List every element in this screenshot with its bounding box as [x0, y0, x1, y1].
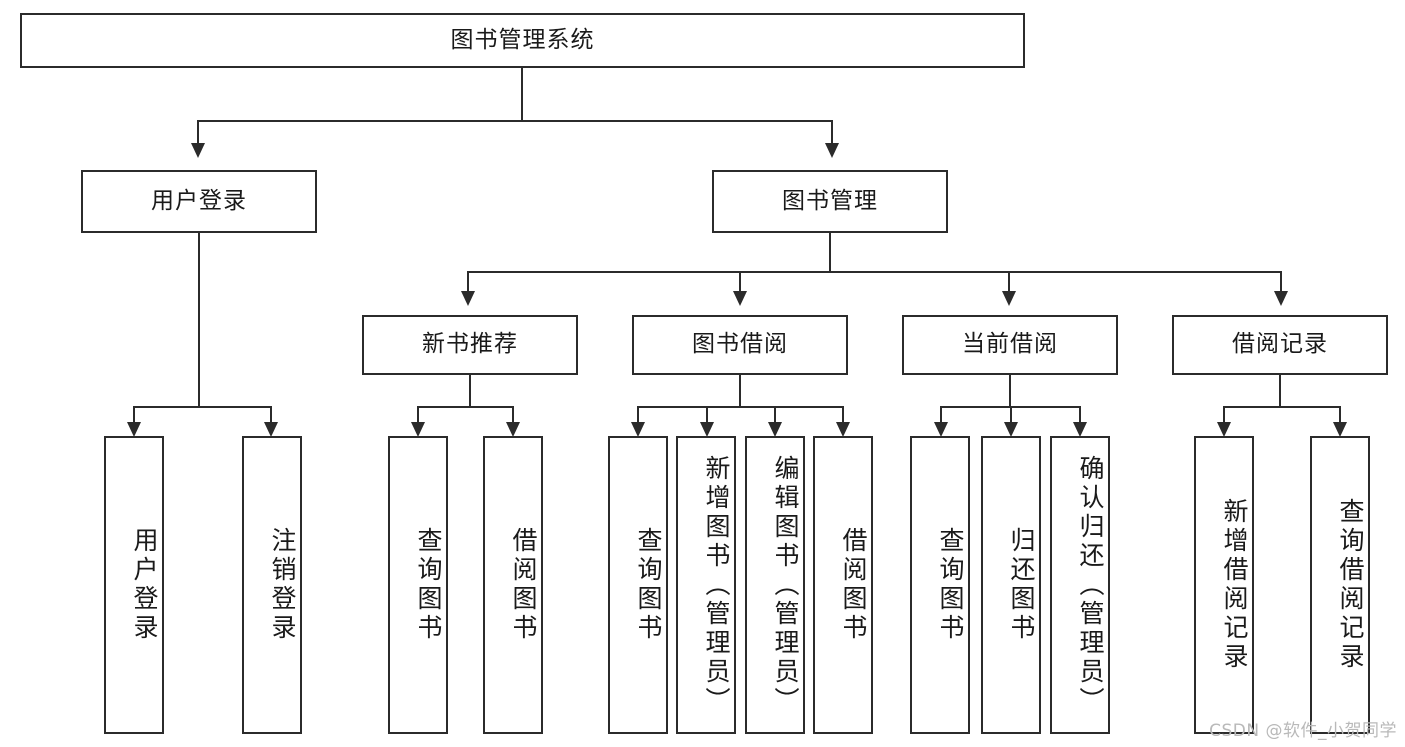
edge-book-borrow-bus	[637, 406, 843, 408]
edge-br-to-leaf13	[1339, 406, 1341, 424]
arrowhead-leaf-8	[836, 422, 850, 437]
edge-bm-to-current-borrow	[1008, 271, 1010, 293]
leaf-node-return-book[interactable]: 归还图书	[981, 436, 1041, 734]
leaf-node-add-borrow-record-label: 新增借阅记录	[1220, 498, 1249, 672]
edge-nbr-to-leaf4	[512, 406, 514, 424]
arrowhead-leaf-6	[700, 422, 714, 437]
edge-book-borrow-stem	[739, 375, 741, 406]
leaf-node-edit-book-admin-label: 编辑图书（管理员）	[771, 454, 800, 716]
leaf-node-confirm-return-admin[interactable]: 确认归还（管理员）	[1050, 436, 1110, 734]
edge-new-book-rec-stem	[469, 375, 471, 406]
leaf-node-add-borrow-record[interactable]: 新增借阅记录	[1194, 436, 1254, 734]
arrowhead-leaf-10	[1004, 422, 1018, 437]
edge-bb-to-leaf7	[774, 406, 776, 424]
leaf-node-add-book-admin[interactable]: 新增图书（管理员）	[676, 436, 736, 734]
edge-new-book-rec-bus	[417, 406, 513, 408]
edge-cb-to-leaf11	[1079, 406, 1081, 424]
edge-bm-to-book-borrow	[739, 271, 741, 293]
edge-root-bus	[197, 120, 833, 122]
leaf-node-return-book-label: 归还图书	[1007, 527, 1036, 643]
edge-bm-to-new-book-rec	[467, 271, 469, 293]
leaf-node-user-login[interactable]: 用户登录	[104, 436, 164, 734]
node-root[interactable]: 图书管理系统	[20, 13, 1025, 68]
node-new-book-rec[interactable]: 新书推荐	[362, 315, 578, 375]
leaf-node-query-borrow-record[interactable]: 查询借阅记录	[1310, 436, 1370, 734]
node-book-borrow-label: 图书借阅	[692, 331, 788, 358]
edge-book-manage-stem	[829, 233, 831, 273]
leaf-node-query-book-borrow-label: 查询图书	[634, 527, 663, 643]
leaf-node-query-book-rec[interactable]: 查询图书	[388, 436, 448, 734]
node-user-login-label: 用户登录	[151, 187, 247, 214]
edge-nbr-to-leaf3	[417, 406, 419, 424]
leaf-node-logout-label: 注销登录	[268, 527, 297, 643]
edge-borrow-record-stem	[1279, 375, 1281, 406]
leaf-node-add-book-admin-label: 新增图书（管理员）	[702, 454, 731, 716]
arrowhead-leaf-11	[1073, 422, 1087, 437]
arrowhead-borrow-record	[1274, 291, 1288, 306]
edge-borrow-record-bus	[1223, 406, 1340, 408]
node-new-book-rec-label: 新书推荐	[422, 331, 518, 358]
edge-bb-to-leaf6	[706, 406, 708, 424]
arrowhead-leaf-7	[768, 422, 782, 437]
leaf-node-query-book-rec-label: 查询图书	[414, 527, 443, 643]
leaf-node-borrow-book[interactable]: 借阅图书	[813, 436, 873, 734]
edge-cb-to-leaf10	[1010, 406, 1012, 424]
arrowhead-leaf-9	[934, 422, 948, 437]
arrowhead-leaf-4	[506, 422, 520, 437]
leaf-node-user-login-label: 用户登录	[130, 527, 159, 643]
leaf-node-borrow-book-rec-label: 借阅图书	[509, 527, 538, 643]
node-book-manage[interactable]: 图书管理	[712, 170, 948, 233]
edge-user-login-stem	[198, 233, 200, 408]
leaf-node-logout[interactable]: 注销登录	[242, 436, 302, 734]
node-borrow-record[interactable]: 借阅记录	[1172, 315, 1388, 375]
edge-user-login-to-leaf2	[270, 406, 272, 424]
node-current-borrow[interactable]: 当前借阅	[902, 315, 1118, 375]
edge-current-borrow-stem	[1009, 375, 1011, 406]
edge-root-to-book-manage	[831, 120, 833, 145]
leaf-node-borrow-book-label: 借阅图书	[839, 527, 868, 643]
node-book-manage-label: 图书管理	[782, 187, 878, 214]
node-borrow-record-label: 借阅记录	[1232, 331, 1328, 358]
arrowhead-user-login	[191, 143, 205, 158]
edge-bb-to-leaf5	[637, 406, 639, 424]
edge-user-login-to-leaf1	[133, 406, 135, 424]
edge-cb-to-leaf9	[940, 406, 942, 424]
leaf-node-query-book-borrow[interactable]: 查询图书	[608, 436, 668, 734]
leaf-node-query-book-current-label: 查询图书	[936, 527, 965, 643]
leaf-node-confirm-return-admin-label: 确认归还（管理员）	[1076, 454, 1105, 716]
arrowhead-leaf-1	[127, 422, 141, 437]
edge-bm-to-borrow-record	[1280, 271, 1282, 293]
node-book-borrow[interactable]: 图书借阅	[632, 315, 848, 375]
edge-root-to-user-login	[197, 120, 199, 145]
leaf-node-edit-book-admin[interactable]: 编辑图书（管理员）	[745, 436, 805, 734]
arrowhead-new-book-rec	[461, 291, 475, 306]
leaf-node-query-borrow-record-label: 查询借阅记录	[1336, 498, 1365, 672]
arrowhead-leaf-3	[411, 422, 425, 437]
arrowhead-leaf-5	[631, 422, 645, 437]
arrowhead-book-manage	[825, 143, 839, 158]
leaf-node-borrow-book-rec[interactable]: 借阅图书	[483, 436, 543, 734]
arrowhead-leaf-2	[264, 422, 278, 437]
edge-root-stem	[521, 68, 523, 120]
arrowhead-leaf-13	[1333, 422, 1347, 437]
node-user-login[interactable]: 用户登录	[81, 170, 317, 233]
edge-bb-to-leaf8	[842, 406, 844, 424]
arrowhead-leaf-12	[1217, 422, 1231, 437]
arrowhead-current-borrow	[1002, 291, 1016, 306]
leaf-node-query-book-current[interactable]: 查询图书	[910, 436, 970, 734]
edge-book-manage-bus	[467, 271, 1282, 273]
edge-br-to-leaf12	[1223, 406, 1225, 424]
csdn-watermark: CSDN @软件_小贺同学	[1209, 721, 1397, 741]
arrowhead-book-borrow	[733, 291, 747, 306]
edge-user-login-bus	[133, 406, 270, 408]
node-root-label: 图书管理系统	[450, 26, 595, 53]
node-current-borrow-label: 当前借阅	[962, 331, 1058, 358]
